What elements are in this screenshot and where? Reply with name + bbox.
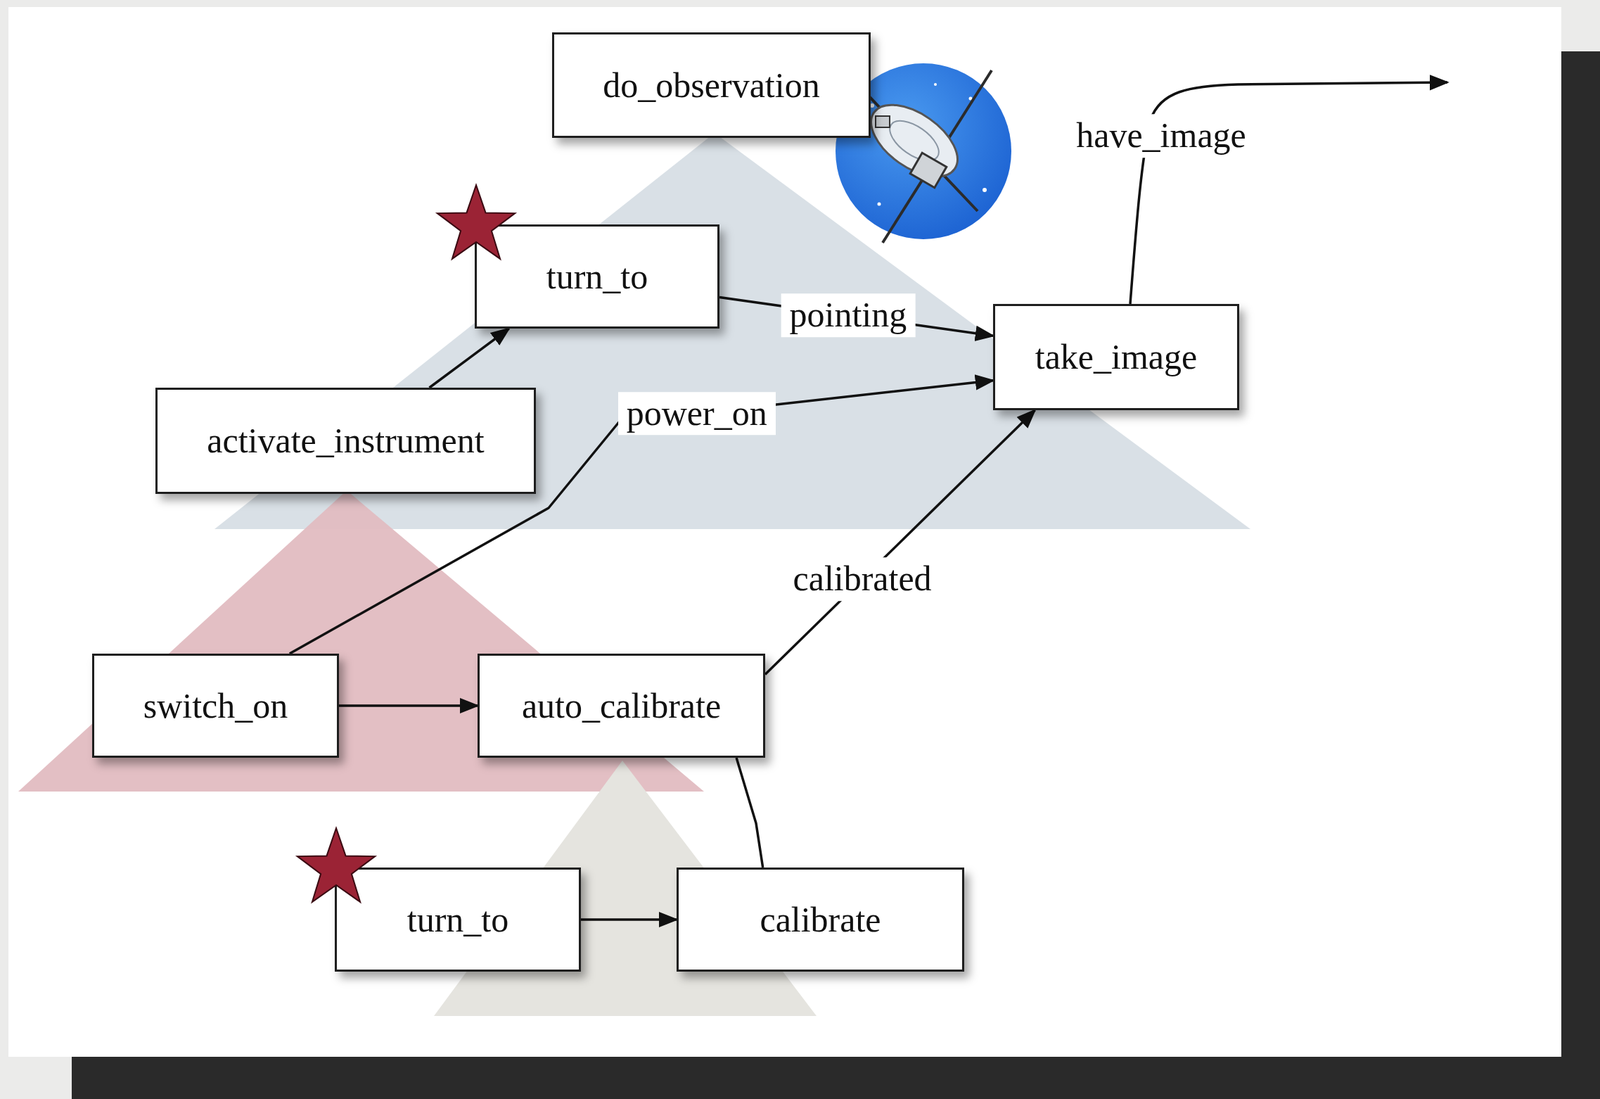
box-label: turn_to [407, 900, 509, 939]
connector-arrow [338, 704, 478, 707]
process-box: switch_on [92, 653, 339, 758]
box-label: calibrate [759, 900, 881, 939]
connector-arrow [580, 917, 677, 921]
connector-arrow [765, 410, 1036, 675]
output-label: have_image [1067, 113, 1255, 158]
process-box: take_image [993, 303, 1240, 411]
edge-label: pointing [780, 293, 915, 338]
box-label: turn_to [546, 257, 648, 297]
connector-arrow [429, 328, 510, 388]
process-box: calibrate [676, 867, 965, 972]
white-panel [8, 7, 1562, 1057]
star-marker [437, 184, 515, 259]
process-box: activate_instrument [155, 387, 536, 494]
box-label: switch_on [143, 686, 289, 726]
box-label: activate_instrument [206, 421, 484, 460]
process-box: turn_to [474, 224, 720, 329]
star-marker [297, 827, 375, 902]
edge-label: calibrated [784, 557, 940, 602]
box-label: take_image [1035, 337, 1198, 377]
process-box: auto_calibrate [477, 653, 766, 758]
edge-label: power_on [618, 391, 776, 436]
connector-arrow [736, 757, 764, 868]
box-label: auto_calibrate [521, 686, 721, 726]
box-label: do_observation [602, 66, 820, 105]
process-box: turn_to [334, 867, 581, 972]
process-box: do_observation [552, 32, 871, 138]
